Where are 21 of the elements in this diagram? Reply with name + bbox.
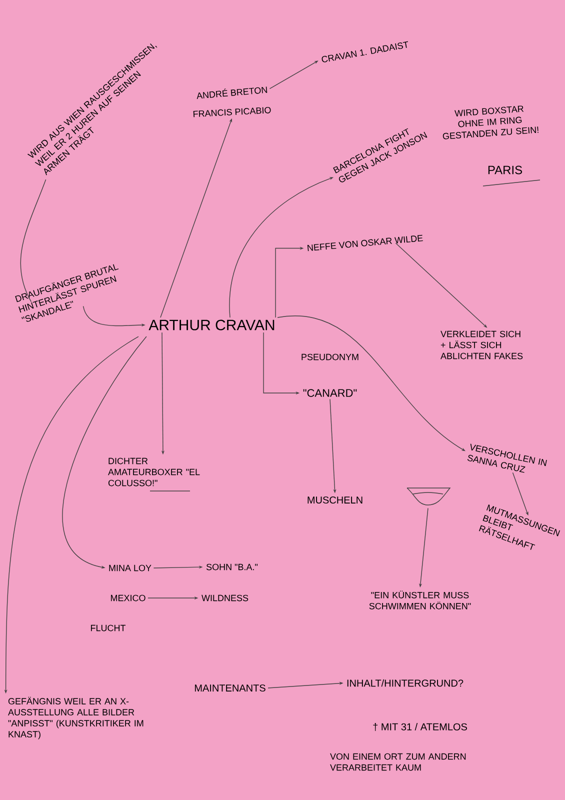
main-topic: ARTHUR CRAVAN <box>148 320 274 330</box>
note-text: MUSCHELN <box>308 496 362 504</box>
note-text: INHALT/HINTERGRUND? <box>347 679 464 687</box>
note-text: WIRD BOXSTAR OHNE IM RING GESTANDEN ZU SEIN! <box>442 106 538 140</box>
note-text: SOHN "B.A." <box>206 564 258 570</box>
note-text: FLUCHT <box>91 624 126 632</box>
note-text: VERKLEIDET SICH + LÄSST SICH ABLICHTEN FAKES <box>440 330 523 360</box>
note-text: † MIT 31 / ATEMLOS <box>373 723 467 731</box>
note-text: VON EINEM ORT ZUM ANDERN VERARBEITET KAUM <box>330 753 466 771</box>
note-text: ANDRÉ BRETON <box>196 86 268 99</box>
note-text: CRAVAN 1. DADAIST <box>322 41 408 62</box>
note-text: PSEUDONYM <box>302 354 358 360</box>
note-text: GEFÄNGNIS WEIL ER AN X-AUSSTELLUNG ALLE BILDER "ANPISST" (KUNSTKRITIKER IM KNAST) <box>8 696 144 740</box>
note-text: "EIN KÜNSTLER MUSS SCHWIMMEN KÖNNEN" <box>369 590 471 610</box>
note-text: FRANCIS PICABIO <box>193 106 271 118</box>
note-text: "CANARD" <box>303 389 357 397</box>
note-text: PARIS <box>488 166 522 174</box>
note-text: MAINTENANTS <box>194 684 266 692</box>
note-text: NEFFE VON OSKAR WILDE <box>307 234 423 252</box>
note-text: WILDNESS <box>202 594 248 602</box>
bowl-drawing <box>406 488 450 506</box>
